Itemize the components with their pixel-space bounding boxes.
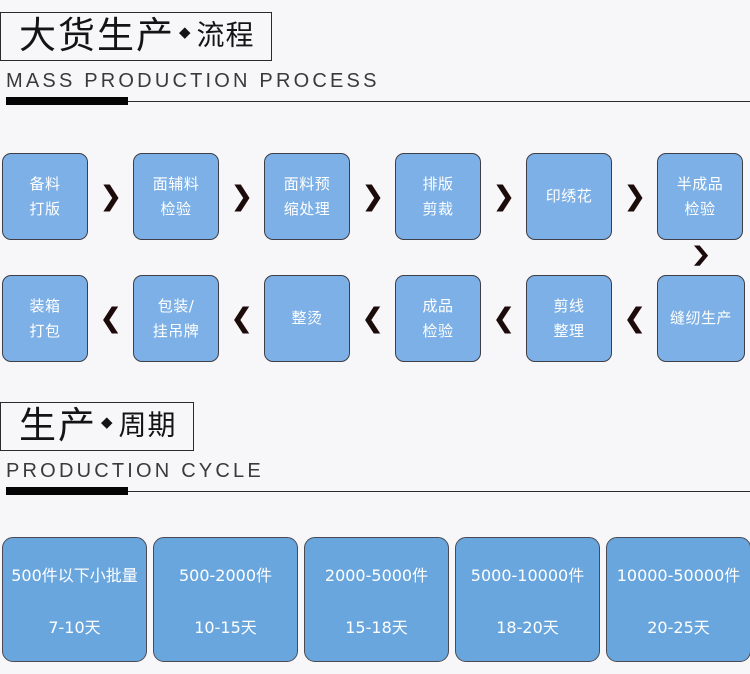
section-title-main: 大货生产 (19, 14, 175, 57)
chevron-down-icon: ❯ (690, 243, 712, 267)
step-label-line2: 打版 (29, 199, 61, 218)
step-label-line2: 整理 (553, 321, 585, 340)
diamond-icon: ◆ (101, 414, 113, 431)
step-label-line1: 排版 (422, 175, 454, 194)
chevron-right-icon: ❯ (623, 181, 646, 212)
process-step-box[interactable]: 装箱 打包 (2, 275, 88, 362)
cycle-quantity-label: 500件以下小批量 (11, 565, 138, 585)
chevron-left-icon: ❮ (230, 303, 253, 334)
process-step-box[interactable]: 面料预 缩处理 (264, 153, 350, 240)
chevron-left-icon: ❮ (623, 303, 646, 334)
cycle-days-label: 10-15天 (194, 617, 257, 637)
step-label-line1: 备料 (29, 175, 61, 194)
step-label-line1: 印绣花 (545, 187, 593, 206)
divider-thick-bar (6, 487, 128, 495)
cycle-quantity-label: 500-2000件 (178, 565, 273, 585)
cycle-card[interactable]: 10000-50000件 20-25天 (606, 537, 750, 662)
divider-thin-line (6, 101, 750, 102)
cycle-days-label: 20-25天 (647, 617, 710, 637)
chevron-right-icon: ❯ (492, 181, 515, 212)
cycle-quantity-label: 2000-5000件 (324, 565, 429, 585)
process-step-box[interactable]: 缝纫生产 (657, 275, 745, 362)
step-label-line2: 检验 (422, 321, 454, 340)
section-title-box: 生产◆ 周期 (0, 402, 194, 451)
step-label-line1: 装箱 (29, 297, 61, 316)
cycle-quantity-label: 5000-10000件 (470, 565, 585, 585)
chevron-right-icon: ❯ (361, 181, 384, 212)
cycle-days-label: 7-10天 (48, 617, 101, 637)
step-label-line2: 检验 (160, 199, 192, 218)
flow-connector-row: ❯ (0, 243, 750, 272)
section-title-sub: 流程 (196, 18, 255, 52)
cycle-card[interactable]: 5000-10000件 18-20天 (455, 537, 600, 662)
section-title-main: 生产 (19, 404, 97, 447)
section-title-box: 大货生产◆ 流程 (0, 12, 272, 61)
section-header-production-cycle: 生产◆ 周期 PRODUCTION CYCLE (0, 402, 750, 496)
step-label-line2: 剪裁 (422, 199, 454, 218)
process-step-box[interactable]: 成品 检验 (395, 275, 481, 362)
chevron-right-icon: ❯ (99, 181, 122, 212)
step-label-line1: 缝纫生产 (669, 309, 732, 328)
process-flow-row-1: 备料 打版 ❯ 面辅料 检验 ❯ 面料预 缩处理 ❯ 排版 剪裁 ❯ 印绣花 ❯… (2, 153, 750, 240)
divider-thin-line (6, 491, 750, 492)
cycle-quantity-label: 10000-50000件 (616, 565, 741, 585)
divider-thick-bar (6, 97, 128, 105)
step-label-line1: 整烫 (291, 309, 323, 328)
process-step-box[interactable]: 印绣花 (526, 153, 612, 240)
section-header-mass-production: 大货生产◆ 流程 MASS PRODUCTION PROCESS (0, 12, 750, 106)
process-step-box[interactable]: 备料 打版 (2, 153, 88, 240)
step-label-line2: 挂吊牌 (152, 321, 200, 340)
cycle-card[interactable]: 2000-5000件 15-18天 (304, 537, 449, 662)
chevron-left-icon: ❮ (99, 303, 122, 334)
chevron-right-icon: ❯ (230, 181, 253, 212)
cycle-days-label: 18-20天 (496, 617, 559, 637)
process-flow-row-2: 装箱 打包 ❮ 包装/ 挂吊牌 ❮ 整烫 ❮ 成品 检验 ❮ 剪线 整理 ❮ 缝… (2, 275, 750, 362)
section-divider (0, 97, 750, 106)
process-step-box[interactable]: 剪线 整理 (526, 275, 612, 362)
production-cycle-card-row: 500件以下小批量 7-10天 500-2000件 10-15天 2000-50… (2, 537, 750, 662)
section-divider (0, 487, 750, 496)
step-label-line2: 缩处理 (283, 199, 331, 218)
cycle-card[interactable]: 500-2000件 10-15天 (153, 537, 298, 662)
chevron-left-icon: ❮ (361, 303, 384, 334)
process-step-box[interactable]: 包装/ 挂吊牌 (133, 275, 219, 362)
step-label-line1: 包装/ (157, 297, 195, 316)
step-label-line1: 面料预 (283, 175, 331, 194)
step-label-line1: 剪线 (553, 297, 585, 316)
process-step-box[interactable]: 排版 剪裁 (395, 153, 481, 240)
step-label-line1: 面辅料 (152, 175, 200, 194)
section-title-sub: 周期 (118, 408, 177, 442)
process-step-box[interactable]: 整烫 (264, 275, 350, 362)
cycle-days-label: 15-18天 (345, 617, 408, 637)
section-title-english: MASS PRODUCTION PROCESS (6, 70, 380, 92)
chevron-left-icon: ❮ (492, 303, 515, 334)
process-step-box[interactable]: 半成品 检验 (657, 153, 743, 240)
diamond-icon: ◆ (179, 24, 191, 41)
step-label-line1: 半成品 (676, 175, 724, 194)
step-label-line2: 打包 (29, 321, 61, 340)
step-label-line1: 成品 (422, 297, 454, 316)
step-label-line2: 检验 (684, 199, 716, 218)
section-title-english: PRODUCTION CYCLE (6, 460, 264, 482)
cycle-card[interactable]: 500件以下小批量 7-10天 (2, 537, 147, 662)
process-step-box[interactable]: 面辅料 检验 (133, 153, 219, 240)
